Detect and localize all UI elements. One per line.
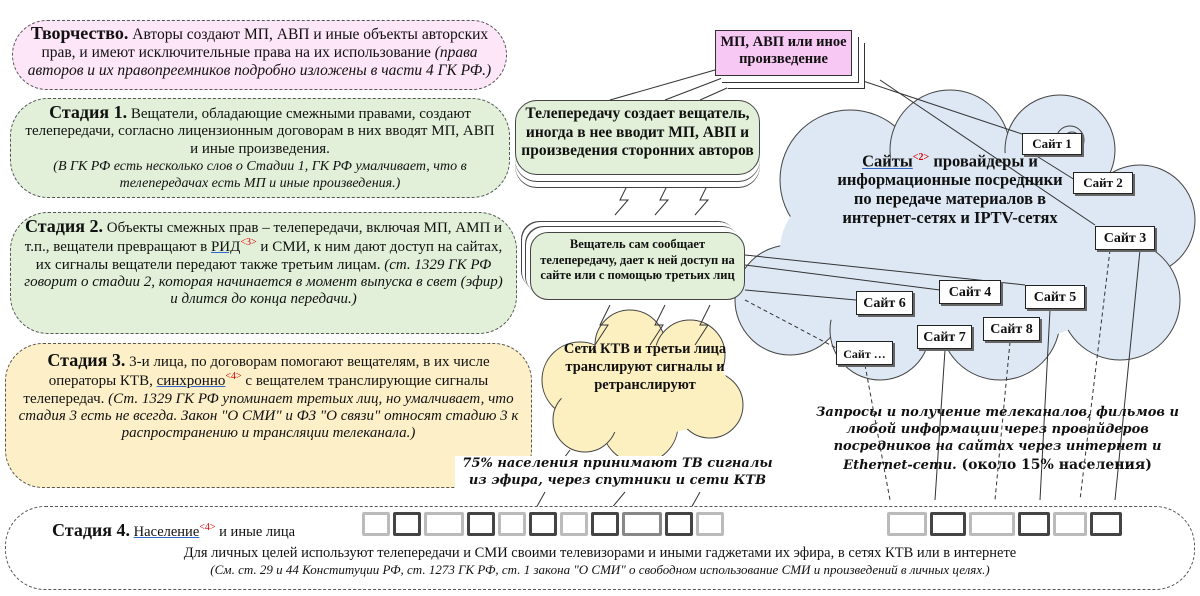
- ktv-cloud-label: Сети КТВ и третьи лица транслируют сигна…: [563, 341, 727, 394]
- tv-icon: [467, 512, 495, 536]
- stage4-population: Население: [133, 524, 200, 540]
- site-2[interactable]: Сайт 2: [1073, 172, 1133, 194]
- stage3-note: (Ст. 1329 ГК РФ упоминает третьих лиц, н…: [18, 390, 519, 442]
- stage2-callout: Стадия 2. Объекты смежных прав – телепер…: [10, 212, 517, 334]
- tv-icon: [498, 512, 526, 536]
- stage4-text1: и иные лица: [215, 524, 296, 540]
- tv-icon: [930, 512, 966, 536]
- site-6[interactable]: Сайт 6: [856, 291, 913, 315]
- stage3-sync: синхронно: [156, 373, 226, 390]
- stage4-heading: Стадия 4. Население<4> и иные лица: [52, 520, 295, 541]
- stage2-note: (ст. 1329 ГК РФ говорит о стадии 2, кото…: [24, 256, 503, 308]
- tv-group-internet: [887, 512, 1125, 541]
- tv-icon: [529, 512, 557, 536]
- stage2-rid: РИД: [210, 239, 241, 256]
- site-1[interactable]: Сайт 1: [1022, 133, 1082, 155]
- stage1-note: (В ГК РФ есть несколько слов о Стадии 1,…: [53, 158, 467, 191]
- stage1-text: Вещатели, обладающие смежными правами, с…: [25, 106, 495, 157]
- tv-icon: [969, 512, 1015, 536]
- stage3-title: Стадия 3.: [47, 350, 126, 370]
- ktv-cloud-text: Сети КТВ и третьи лица транслируют сигна…: [560, 340, 730, 394]
- site-3[interactable]: Сайт 3: [1095, 226, 1155, 250]
- tv-icon: [424, 512, 464, 536]
- sites-text: провайдеры и информационные посредники п…: [837, 151, 1063, 228]
- air-share-note: 75% населения принимают ТВ сигналы из эф…: [455, 456, 780, 490]
- tv-icon: [591, 512, 619, 536]
- tv-icon: [1053, 512, 1087, 536]
- tv-icon: [393, 512, 421, 536]
- stage4-title: Стадия 4.: [52, 520, 131, 540]
- requests-note: Запросы и получение телеканалов, фильмов…: [800, 405, 1195, 475]
- air-share-text: 75% населения принимают ТВ сигналы из эф…: [462, 456, 773, 488]
- stage2-text2: и СМИ, к ним дают доступ на сайтах, их с…: [35, 239, 503, 273]
- stage1-title: Стадия 1.: [49, 102, 128, 122]
- site-8[interactable]: Сайт 8: [983, 317, 1040, 341]
- work-box-label: МП, АВП или иное произведение: [720, 34, 847, 68]
- sites-cloud-text: Сайты<2> провайдеры и информационные пос…: [830, 152, 1070, 228]
- work-box: МП, АВП или иное произведение: [715, 30, 852, 76]
- creativity-text: Авторы создают МП, АВП и иные объекты ав…: [41, 26, 489, 61]
- tv-icon: [1090, 512, 1122, 536]
- tv-icon: [1018, 512, 1050, 536]
- sites-title: Сайты: [862, 151, 913, 171]
- stage3-text1: 3-и лица, по договорам помогают вещателя…: [48, 354, 490, 390]
- site-5[interactable]: Сайт 5: [1025, 285, 1085, 309]
- stage3-callout: Стадия 3. 3-и лица, по договорам помогаю…: [5, 343, 532, 488]
- creativity-note: (права авторов и их правопреемников подр…: [27, 43, 492, 79]
- tv-icon: [665, 512, 693, 536]
- tv-group-air: [362, 512, 727, 541]
- requests-share: (около 15% населения): [956, 456, 1152, 473]
- tv-icon: [560, 512, 588, 536]
- broadcaster-box-label: Вещатель сам сообщает телепередачу, дает…: [540, 237, 735, 283]
- telecast-box: Телепередачу создает вещатель, иногда в …: [515, 100, 760, 175]
- tv-icon: [622, 512, 662, 536]
- stage2-title: Стадия 2.: [24, 216, 103, 236]
- stage4-text2: Для личных целей используют телепередачи…: [183, 545, 1017, 561]
- stage4-footnote: <4>: [199, 522, 216, 534]
- requests-text: Запросы и получение телеканалов, фильмов…: [816, 405, 1179, 473]
- stage4-note: (См. ст. 29 и 44 Конституции РФ, ст. 127…: [210, 562, 990, 578]
- stage2-text1: Объекты смежных прав – телепередачи, вкл…: [24, 220, 503, 256]
- stage1-callout: Стадия 1. Вещатели, обладающие смежными …: [10, 98, 510, 198]
- site-4[interactable]: Сайт 4: [939, 280, 1001, 304]
- sites-footnote: <2>: [912, 152, 930, 163]
- site-more[interactable]: Сайт …: [836, 341, 893, 365]
- stage3-footnote: <4>: [225, 371, 242, 383]
- tv-icon: [696, 512, 724, 536]
- tv-icon: [887, 512, 927, 536]
- telecast-box-label: Телепередачу создает вещатель, иногда в …: [521, 105, 754, 160]
- tv-icon: [362, 512, 390, 536]
- stage3-text2: с вещателем транслирующие сигналы телепе…: [23, 373, 489, 407]
- creativity-callout: Творчество. Авторы создают МП, АВП и ины…: [12, 20, 507, 90]
- creativity-title: Творчество.: [30, 23, 129, 43]
- stage4-body: Для личных целей используют телепередачи…: [15, 545, 1185, 578]
- site-7[interactable]: Сайт 7: [917, 325, 972, 349]
- stage2-footnote: <3>: [240, 237, 257, 249]
- ktv-cloud-shape: [541, 309, 744, 464]
- broadcaster-box: Вещатель сам сообщает телепередачу, дает…: [530, 232, 745, 300]
